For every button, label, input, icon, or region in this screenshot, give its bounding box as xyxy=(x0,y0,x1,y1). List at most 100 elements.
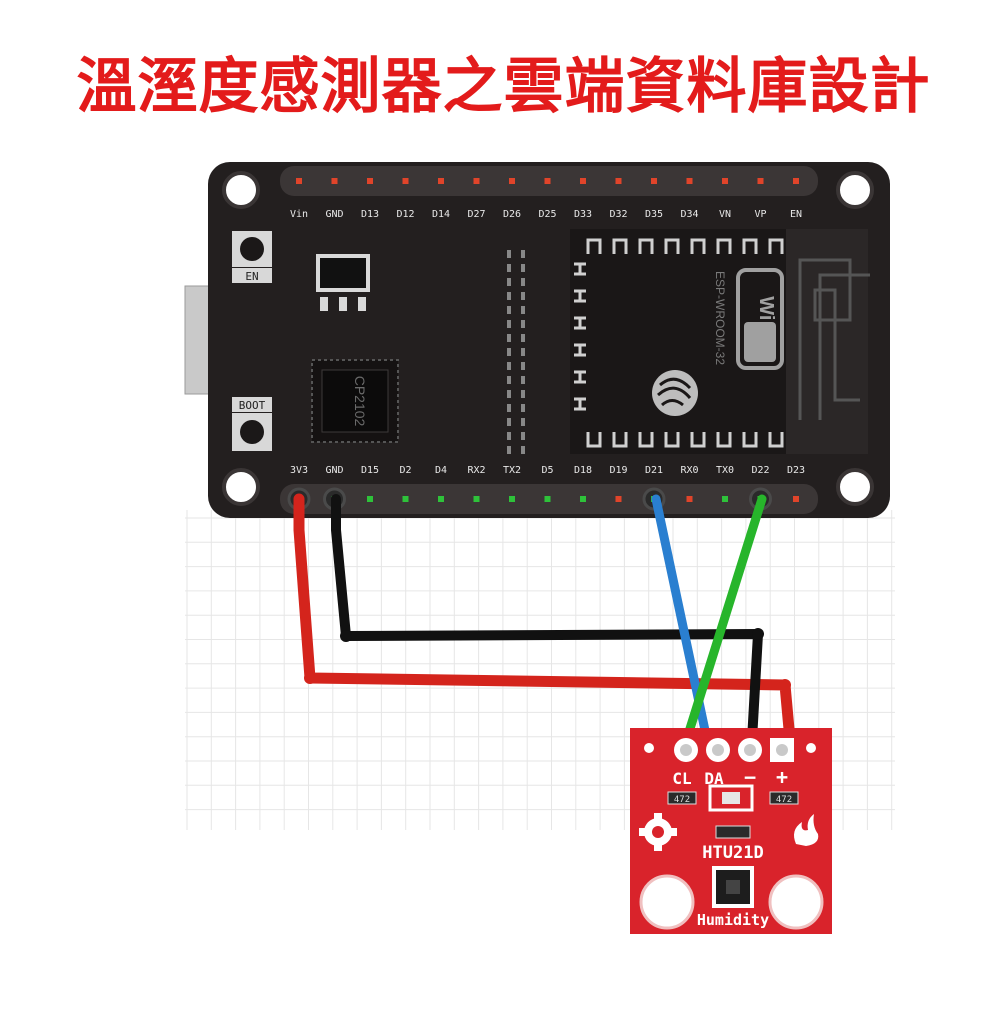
pin-d14[interactable] xyxy=(438,178,444,184)
bottom-pin-label: RX0 xyxy=(680,465,698,476)
wires xyxy=(293,493,796,746)
sensor-pin-label-cl: CL xyxy=(672,769,691,788)
bottom-pin-label: D15 xyxy=(361,465,379,476)
top-pin-label: D35 xyxy=(645,209,663,220)
bottom-pin-label: TX0 xyxy=(716,465,734,476)
pin-d27[interactable] xyxy=(473,178,480,184)
bottom-pin-label: 3V3 xyxy=(290,465,308,476)
boot-button-cap xyxy=(240,420,264,444)
wire-3v3-red xyxy=(293,493,796,746)
pin-d12[interactable] xyxy=(402,178,409,184)
top-pin-label: D25 xyxy=(538,209,556,220)
pin-vin[interactable] xyxy=(296,178,302,184)
mounting-hole xyxy=(836,171,874,209)
resistor-r2-label: 472 xyxy=(776,795,792,805)
sensor-pin-label-vcc: + xyxy=(776,765,788,789)
pin-d35[interactable] xyxy=(651,178,657,184)
en-label: EN xyxy=(245,270,258,283)
pin-tx0[interactable] xyxy=(722,496,728,502)
bottom-pin-label: D22 xyxy=(751,465,769,476)
top-pin-label: Vin xyxy=(290,209,308,220)
pin-vp[interactable] xyxy=(757,178,764,184)
htu21d-sensor-board: CL DA − + 472 472 HTU21D Humidity xyxy=(630,728,832,934)
top-pin-label: GND xyxy=(325,209,343,220)
pin-d18[interactable] xyxy=(580,496,586,502)
sensor-mounting-hole xyxy=(639,874,695,930)
top-pin-label: D12 xyxy=(396,209,414,220)
pin-d25[interactable] xyxy=(544,178,551,184)
top-pin-label: D14 xyxy=(432,209,450,220)
sensor-window xyxy=(708,784,754,812)
pin-d13[interactable] xyxy=(367,178,373,184)
esp32-board: EN BOOT CP2102 ESP-WROOM-32 xyxy=(184,162,890,518)
mounting-hole xyxy=(222,171,260,209)
bottom-pin-label: D5 xyxy=(541,465,553,476)
resistor-r1 xyxy=(667,791,697,805)
bottom-pin-label: RX2 xyxy=(467,465,485,476)
bottom-pin-label: TX2 xyxy=(503,465,521,476)
bottom-pin-label: D21 xyxy=(645,465,663,476)
pin-gnd[interactable] xyxy=(331,178,338,184)
pin-rx0[interactable] xyxy=(686,496,693,502)
cp2102-label: CP2102 xyxy=(352,376,368,427)
pin-d19[interactable] xyxy=(615,496,622,502)
top-pin-labels: Vin GND D13 D12 D14 D27 D26 D25 D33 D32 D35 D34 VN VP… xyxy=(290,209,802,220)
bottom-pin-label: D23 xyxy=(787,465,805,476)
mounting-hole xyxy=(222,468,260,506)
page-title: 溫溼度感測器之雲端資料庫設計 xyxy=(76,52,931,122)
mounting-hole xyxy=(836,468,874,506)
bottom-pin-label: D2 xyxy=(399,465,411,476)
espressif-logo xyxy=(652,370,698,416)
pin-d4[interactable] xyxy=(438,496,444,502)
esp-wroom-module: ESP-WROOM-32 Wi Fi xyxy=(570,229,870,454)
pin-vn[interactable] xyxy=(722,178,728,184)
bottom-pin-header xyxy=(280,484,818,514)
pin-d26[interactable] xyxy=(509,178,515,184)
top-pin-label: D13 xyxy=(361,209,379,220)
top-pin-label: VP xyxy=(754,209,766,220)
top-pin-label: D34 xyxy=(680,209,698,220)
center-header xyxy=(507,250,525,454)
pin-en[interactable] xyxy=(793,178,799,184)
pin-d32[interactable] xyxy=(615,178,622,184)
pin-d23[interactable] xyxy=(793,496,799,502)
bottom-pin-label: D4 xyxy=(435,465,447,476)
bottom-pin-label: GND xyxy=(325,465,343,476)
module-pads xyxy=(574,238,784,448)
sensor-mounting-hole xyxy=(768,874,824,930)
module-label: ESP-WROOM-32 xyxy=(713,271,727,365)
top-pin-label: EN xyxy=(790,209,802,220)
en-button-cap xyxy=(240,237,264,261)
resistor-r2 xyxy=(769,791,799,805)
sensor-name: HTU21D xyxy=(702,843,763,863)
voltage-regulator xyxy=(316,254,370,311)
pin-rx2[interactable] xyxy=(473,496,480,502)
pin-d5[interactable] xyxy=(544,496,551,502)
gear-icon xyxy=(639,813,677,851)
capacitor xyxy=(715,825,751,839)
sensor-subtitle: Humidity xyxy=(697,911,769,929)
pin-d15[interactable] xyxy=(367,496,373,502)
wifi-label: Wi Fi xyxy=(755,296,777,344)
boot-label: BOOT xyxy=(239,399,266,412)
wifi-logo: Wi Fi xyxy=(736,268,784,370)
sensor-pin-label-gnd: − xyxy=(744,765,756,789)
bottom-pin-label: D18 xyxy=(574,465,592,476)
top-pin-label: D26 xyxy=(503,209,521,220)
pin-d34[interactable] xyxy=(686,178,693,184)
pin-d2[interactable] xyxy=(402,496,409,502)
top-pin-label: VN xyxy=(719,209,731,220)
top-pin-header xyxy=(280,166,818,196)
top-pin-label: D32 xyxy=(609,209,627,220)
resistor-r1-label: 472 xyxy=(674,795,690,805)
pin-tx2[interactable] xyxy=(509,496,515,502)
pin-d33[interactable] xyxy=(580,178,586,184)
top-pin-label: D27 xyxy=(467,209,485,220)
sensor-pin-pads xyxy=(674,738,794,762)
flame-icon xyxy=(794,814,819,846)
sensor-pin-label-da: DA xyxy=(704,769,724,788)
cp2102-chip: CP2102 xyxy=(311,359,399,443)
top-pin-label: D33 xyxy=(574,209,592,220)
